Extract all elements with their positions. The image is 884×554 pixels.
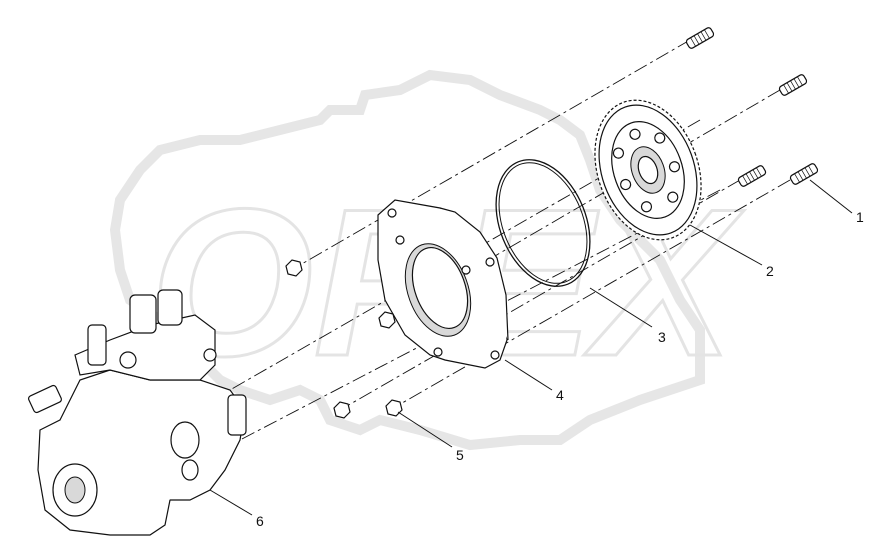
hex-nut	[285, 259, 303, 277]
stud-bolt	[789, 163, 819, 185]
callout-1: 1	[856, 209, 864, 225]
hex-nut	[333, 401, 351, 419]
stud-bolts	[685, 27, 819, 187]
callout-6: 6	[256, 513, 264, 529]
drive-gear	[594, 99, 702, 241]
stud-bolt	[685, 27, 715, 49]
callout-4: 4	[556, 387, 564, 403]
fuel-injection-pump	[27, 289, 247, 536]
stud-bolt	[737, 165, 767, 187]
callout-labels: 1 2 3 4 5 6	[256, 209, 864, 529]
callout-3: 3	[658, 329, 666, 345]
leader-lines	[209, 179, 853, 516]
stud-bolt	[778, 74, 808, 96]
hex-nut	[378, 311, 396, 329]
callout-5: 5	[456, 447, 464, 463]
callout-2: 2	[766, 263, 774, 279]
o-ring	[495, 159, 591, 287]
adapter-flange	[377, 199, 509, 369]
